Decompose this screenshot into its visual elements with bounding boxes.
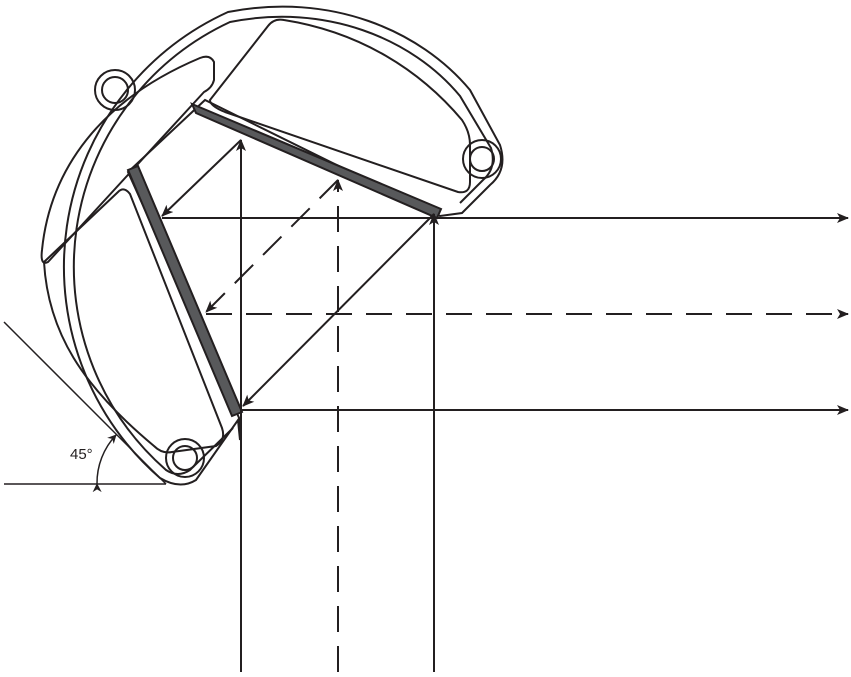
top-chamber [208, 18, 471, 194]
ray-reflect-center [205, 179, 339, 313]
left-mirror [126, 164, 244, 418]
light-rays [161, 139, 849, 672]
upper-mirror [190, 102, 443, 220]
mounting-hole-bottom [172, 445, 198, 471]
angle-reference [3, 321, 167, 493]
angle-diagonal-line [3, 321, 167, 485]
left-lower-chamber [42, 188, 225, 454]
angle-arc [92, 434, 117, 493]
mounting-hole-upper-left-inner [94, 69, 136, 111]
mounting-hole-right [469, 146, 495, 172]
housing-outer-contour [62, 5, 504, 486]
ray-reflect-upper-left [161, 139, 242, 217]
mounting-hole-bottom-outer [165, 438, 205, 478]
central-ray [205, 179, 849, 672]
mirrors [126, 102, 443, 418]
mounting-hole-upper-left [101, 76, 129, 104]
left-upper-chamber [40, 55, 215, 264]
angle-label: 45° [70, 446, 93, 463]
housing-inner-contour [72, 15, 494, 475]
housing [40, 5, 504, 486]
mounting-hole-right-outer [462, 139, 502, 179]
